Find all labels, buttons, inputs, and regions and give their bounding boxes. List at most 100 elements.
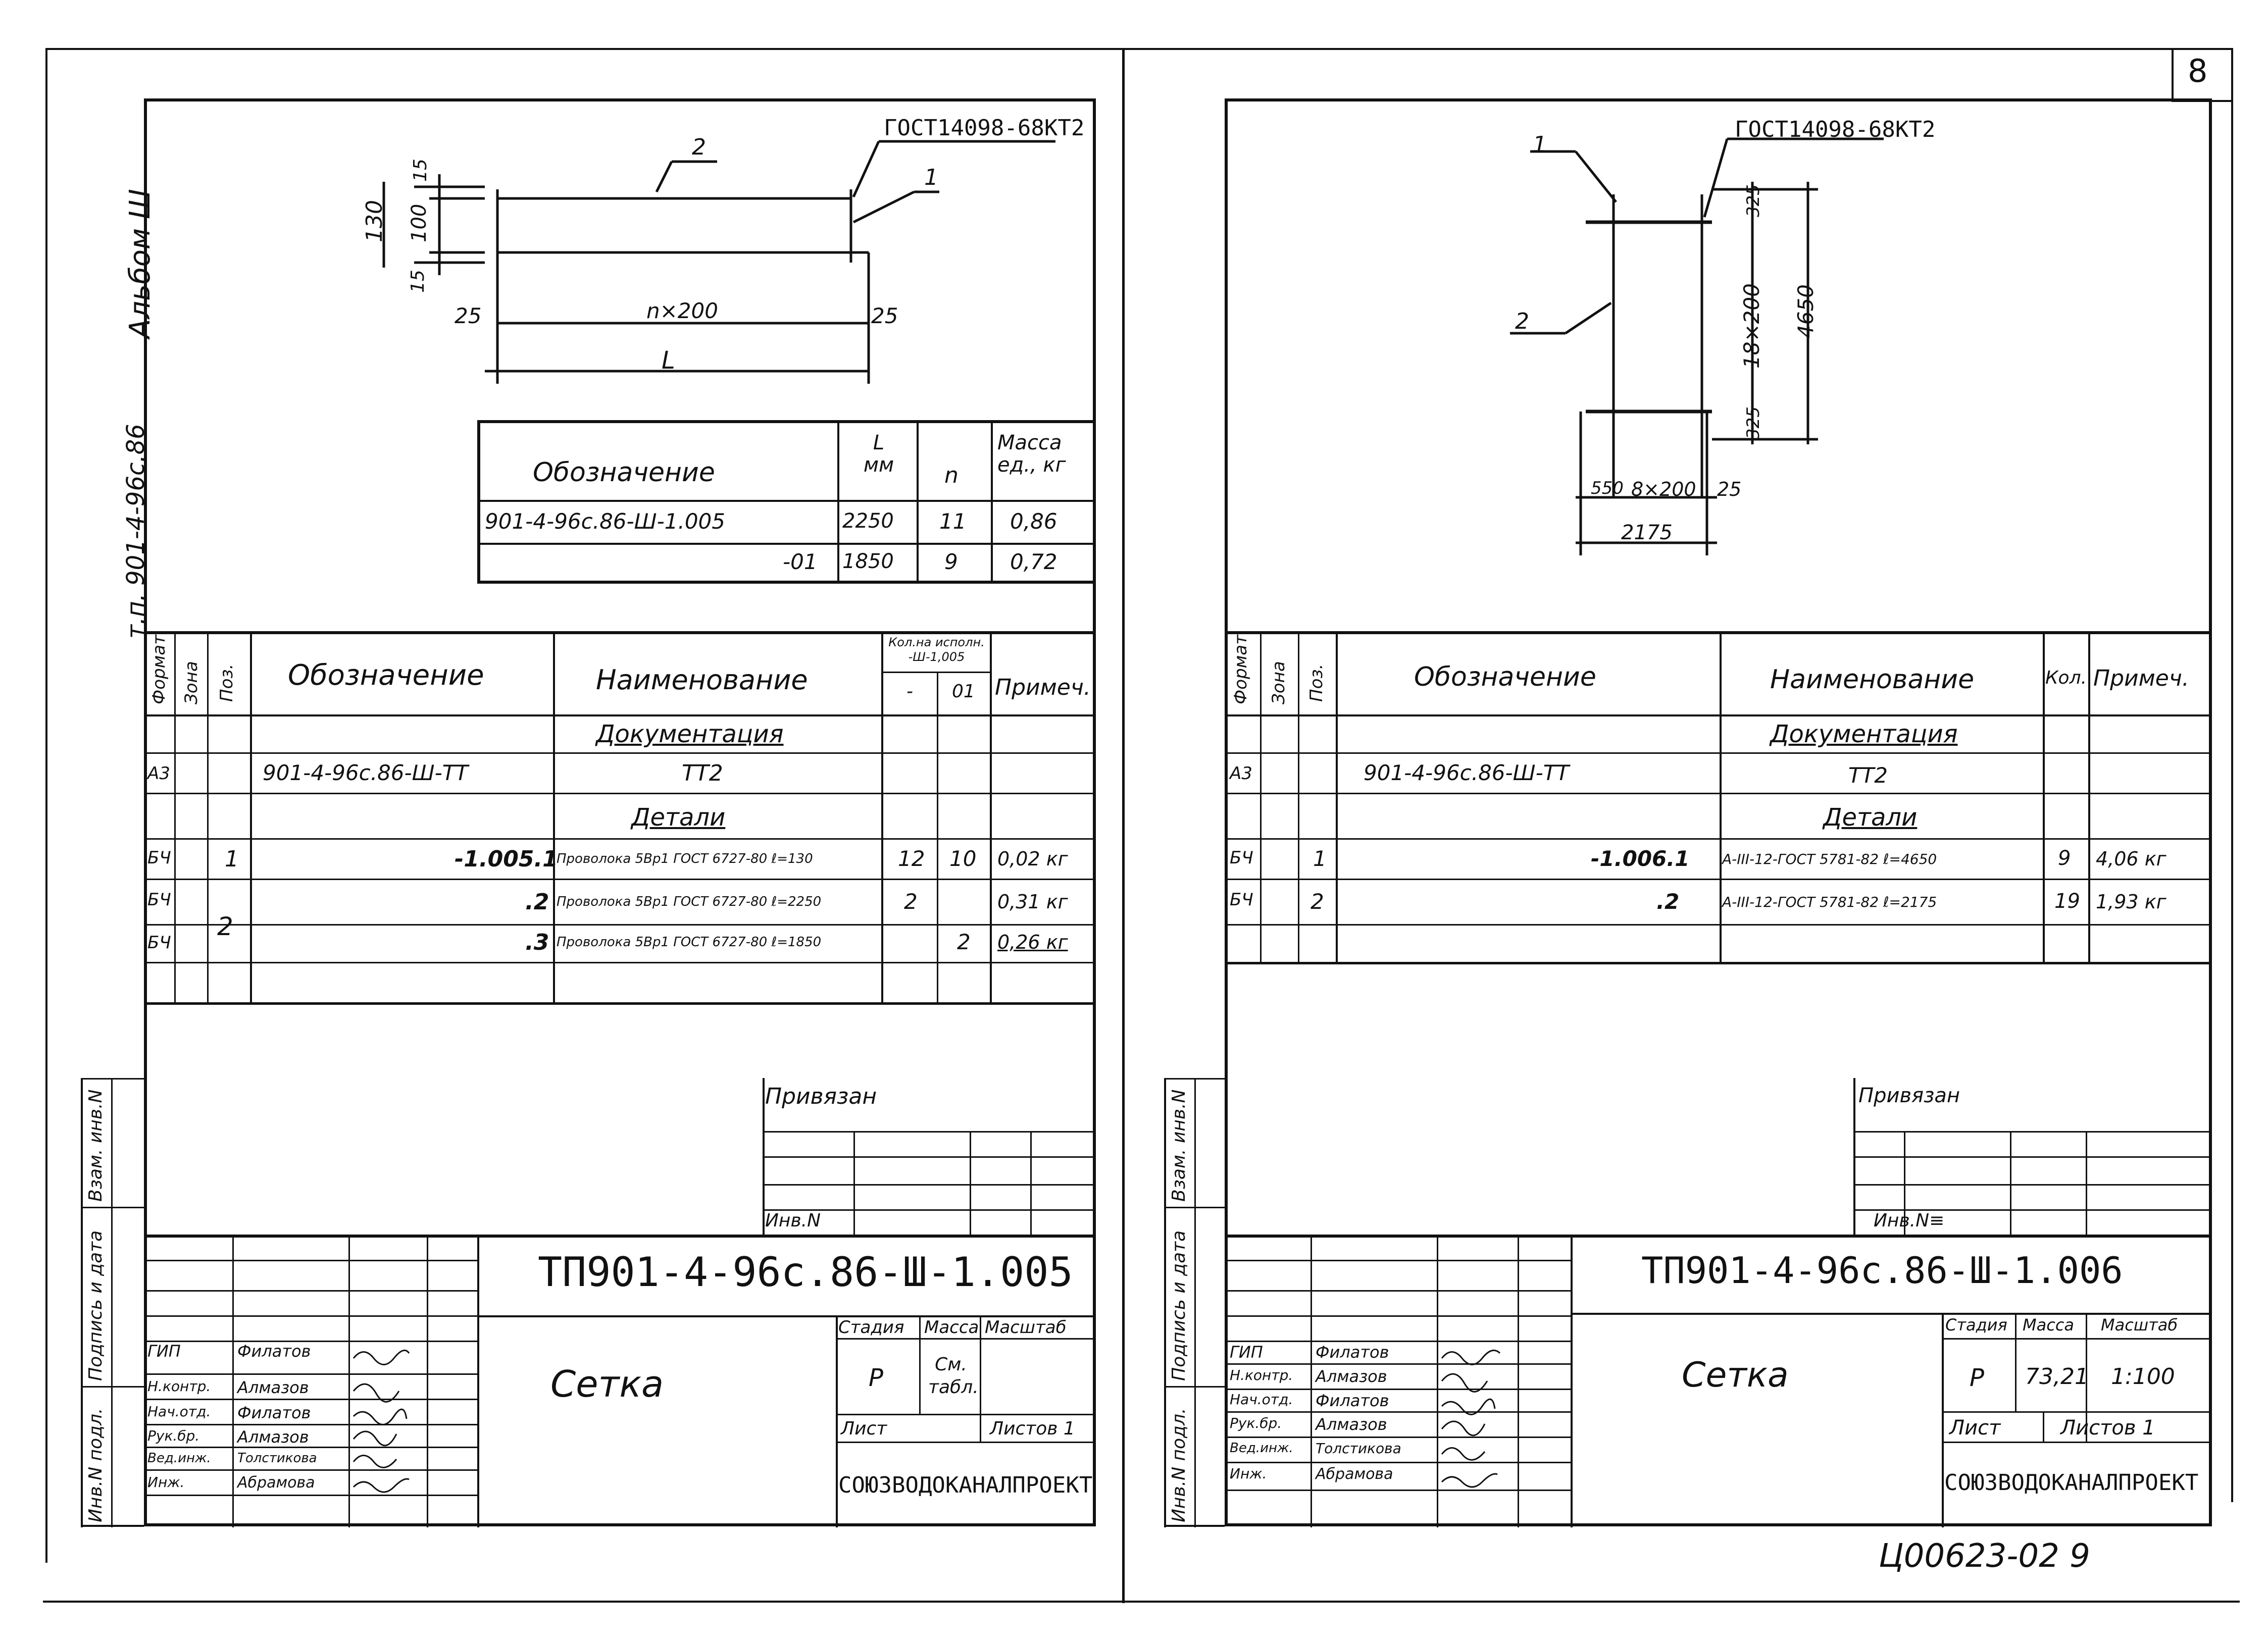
lst-r1-qty-b: 10 [949,846,977,871]
right-sheets-label: Листов 1 [2060,1416,2155,1440]
rst-r1-qty: 9 [2058,847,2071,870]
left-role-6: Инж. [147,1474,185,1491]
vt-header-mass: Масса ед., кг [997,431,1066,477]
lst-r3-name: Проволока 5Вр1 ГОСТ 6727-80 ℓ=1850 [557,935,822,950]
left-inv-no: Инв.N [765,1210,821,1231]
right-dim-25: 25 [1717,478,1742,500]
rst-r2-designation: .2 [1656,889,1680,914]
left-pos2-label: 2 [692,134,706,160]
right-title-code: ТП901-4-96с.86-Ш-1.006 [1641,1249,2123,1292]
left-role-3: Нач.отд. [147,1403,211,1420]
right-pos2-label: 2 [1515,309,1529,334]
rst-r1-format: БЧ [1230,848,1253,868]
rst-r1-pos: 1 [1313,846,1327,871]
vt-row1-mass: 0,86 [1010,509,1057,534]
right-person-5: Толстикова [1316,1440,1401,1457]
right-stage-label: Стадия [1945,1315,2007,1335]
lst-r3-designation: .3 [525,930,549,955]
left-sheets-label: Листов 1 [990,1418,1075,1439]
vt-row1-designation: 901-4-96с.86-Ш-1.005 [485,509,725,534]
lst-doc-designation: 901-4-96с.86-Ш-ТТ [263,760,469,785]
left-stage: Р [869,1364,883,1392]
right-sheet-label: Лист [1949,1416,2001,1440]
left-dim-25a: 25 [455,303,482,328]
left-mass-label: Масса [924,1317,979,1338]
rst-h-note: Примеч. [2093,665,2189,691]
left-role-1: ГИП [147,1342,181,1361]
right-person-2: Алмазов [1316,1367,1387,1386]
left-scale-label: Масштаб [985,1317,1067,1338]
left-gost-label: ГОСТ14098-68КТ2 [884,115,1085,141]
right-dim-550: 550 [1591,478,1624,498]
lst-r1-format: БЧ [147,848,171,868]
lst-h-qty-a: - [906,681,913,702]
lst-r2-designation: .2 [525,889,549,915]
left-dim-25b: 25 [871,303,898,328]
sheet-divider [1122,48,1125,1603]
left-role-2: Н.контр. [147,1378,211,1395]
right-role-4: Рук.бр. [1230,1415,1282,1431]
lst-section-parts: Детали [631,803,726,832]
rst-h-qty: Кол. [2045,668,2087,688]
right-person-6: Абрамова [1316,1465,1393,1483]
right-sheet-frame [1225,98,2212,1526]
right-role-2: Н.контр. [1230,1367,1293,1383]
lst-r3-format: БЧ [147,933,171,953]
outer-left-rule [45,48,47,1563]
right-person-3: Филатов [1316,1391,1389,1410]
right-pos1-label: 1 [1533,132,1547,158]
left-sheet-label: Лист [841,1418,887,1439]
right-person-1: Филатов [1316,1343,1389,1362]
rst-r2-qty: 19 [2054,890,2080,913]
right-stage: Р [1970,1364,1984,1392]
lst-section-doc: Документация [596,720,784,748]
right-inv-no: Инв.N≡ [1874,1210,1945,1231]
lst-h-qty-b: 01 [952,681,975,702]
right-role-5: Вед.инж. [1230,1441,1293,1456]
left-dim-nx200: n×200 [646,298,718,323]
page-number: 8 [2188,53,2208,89]
lst-r2-qty-a: 2 [904,889,918,914]
rst-doc-format: А3 [1230,763,1252,784]
left-person-4: Алмазов [237,1427,309,1447]
lst-r1-pos: 1 [225,846,239,872]
vt-row2-mass: 0,72 [1010,549,1057,574]
outer-bottom-rule [43,1601,2240,1603]
right-mass-label: Масса [2023,1315,2075,1335]
left-person-5: Толстикова [237,1451,317,1466]
lst-r3-qty-b: 2 [957,930,971,954]
handwritten-bottom-note: Ц00623-02 9 [1879,1537,2090,1575]
lst-h-designation: Обозначение [288,659,484,692]
page-number-box-left [2172,48,2174,101]
right-role-1: ГИП [1230,1343,1263,1362]
right-org: СОЮЗВОДОКАНАЛПРОЕКТ [1944,1470,2199,1496]
right-mass: 73,21 [2025,1364,2089,1390]
right-role-6: Инж. [1230,1465,1267,1482]
vt-row1-n: 11 [939,509,967,534]
right-gost-label: ГОСТ14098-68КТ2 [1735,117,1936,142]
vt-header-n: n [944,463,959,488]
lst-r1-qty-a: 12 [898,846,925,871]
lst-r1-designation: -1.005.1 [455,846,558,872]
rst-r2-note: 1,93 кг [2096,891,2166,913]
left-title-name: Сетка [550,1363,664,1405]
right-person-4: Алмазов [1316,1415,1387,1434]
vt-header-designation: Обозначение [533,457,715,488]
lst-h-qty-title: Кол.на исполн. -Ш-1,005 [888,635,985,664]
vt-row2-n: 9 [944,549,958,574]
rst-r2-format: БЧ [1230,890,1253,910]
left-org: СОЮЗВОДОКАНАЛПРОЕКТ [838,1472,1093,1498]
lst-r1-note: 0,02 кг [997,848,1068,870]
rst-section-parts: Детали [1823,803,1918,832]
right-scale-label: Масштаб [2101,1315,2178,1335]
lst-r2-pos: 2 [217,912,233,941]
left-person-2: Алмазов [237,1378,309,1397]
left-role-4: Рук.бр. [147,1427,200,1444]
rst-doc-designation: 901-4-96с.86-Ш-ТТ [1364,760,1570,785]
left-person-3: Филатов [237,1403,311,1422]
lst-doc-format: А3 [147,763,170,784]
right-scale: 1:100 [2111,1364,2175,1390]
rst-r1-name: А-III-12-ГОСТ 5781-82 ℓ=4650 [1722,851,1937,867]
